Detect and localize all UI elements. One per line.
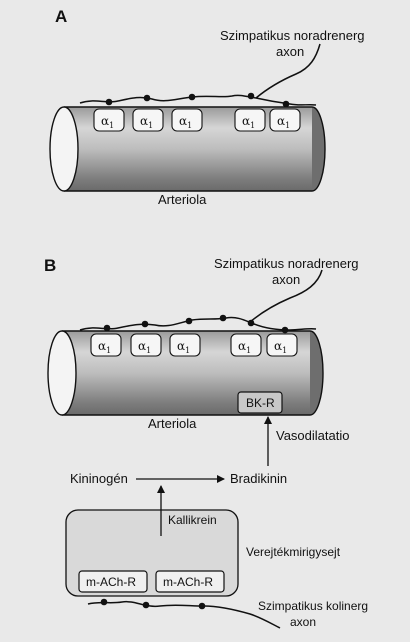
bradykinin-label: Bradikinin	[230, 471, 287, 486]
vessel-label-a: Arteriola	[158, 192, 207, 207]
varicosity	[281, 326, 289, 334]
bk-receptor-label: BK-R	[246, 396, 275, 410]
panel-b: B α1 α1 α1 α1 α1	[44, 256, 368, 629]
alpha1-receptor: α1	[269, 108, 301, 132]
alpha1-receptor: α1	[93, 108, 125, 132]
svg-text:α1: α1	[177, 339, 190, 355]
svg-text:m-ACh-R: m-ACh-R	[86, 575, 136, 589]
varicosity	[282, 100, 290, 108]
varicosity	[105, 98, 113, 106]
vasodilation-label: Vasodilatatio	[276, 428, 349, 443]
varicosity	[185, 317, 193, 325]
cholinergic-label-line2: axon	[290, 615, 316, 629]
cholinergic-axon	[87, 598, 281, 629]
svg-text:α1: α1	[98, 339, 111, 355]
svg-text:α1: α1	[277, 114, 290, 130]
svg-text:α1: α1	[101, 114, 114, 130]
kallikrein-label: Kallikrein	[168, 513, 217, 527]
varicosity	[143, 94, 151, 102]
sweat-gland-cell: Kallikrein m-ACh-R m-ACh-R	[65, 485, 239, 597]
noradrenergic-axon-b	[79, 269, 323, 334]
varicosity	[188, 93, 196, 101]
varicosity	[103, 324, 111, 332]
alpha1-receptor: α1	[266, 333, 298, 357]
kininogen-label: Kininogén	[70, 471, 128, 486]
alpha1-receptor: α1	[230, 333, 262, 357]
gland-cell-label: Verejtékmirigysejt	[246, 545, 341, 559]
varicosity	[100, 598, 108, 606]
varicosity	[198, 602, 206, 610]
panel-a-letter: A	[55, 7, 67, 26]
alpha1-receptor: α1	[171, 108, 203, 132]
varicosity	[247, 92, 255, 100]
svg-text:α1: α1	[238, 339, 251, 355]
varicosity	[141, 320, 149, 328]
axon-label-b-line2: axon	[272, 272, 300, 287]
varicosity	[219, 314, 227, 322]
alpha1-receptor: α1	[234, 108, 266, 132]
svg-text:α1: α1	[242, 114, 255, 130]
alpha1-receptor: α1	[90, 333, 122, 357]
mach-receptor: m-ACh-R	[78, 570, 148, 593]
panel-a: A α1 α1 α1 α1 α1	[49, 7, 365, 207]
svg-text:α1: α1	[274, 339, 287, 355]
svg-text:α1: α1	[179, 114, 192, 130]
alpha1-receptor: α1	[130, 333, 162, 357]
mach-receptor: m-ACh-R	[155, 570, 225, 593]
noradrenergic-axon-a	[79, 43, 321, 108]
alpha1-receptor: α1	[132, 108, 164, 132]
svg-text:α1: α1	[140, 114, 153, 130]
varicosity	[247, 319, 255, 327]
axon-label-a-line1: Szimpatikus noradrenerg	[220, 28, 365, 43]
svg-text:α1: α1	[138, 339, 151, 355]
alpha1-receptor: α1	[169, 333, 201, 357]
panel-b-letter: B	[44, 256, 56, 275]
bk-receptor: BK-R	[237, 391, 283, 414]
svg-text:m-ACh-R: m-ACh-R	[163, 575, 213, 589]
cholinergic-label-line1: Szimpatikus kolinerg	[258, 599, 368, 613]
vessel-label-b: Arteriola	[148, 416, 197, 431]
axon-label-b-line1: Szimpatikus noradrenerg	[214, 256, 359, 271]
axon-label-a-line2: axon	[276, 44, 304, 59]
varicosity	[142, 601, 150, 609]
